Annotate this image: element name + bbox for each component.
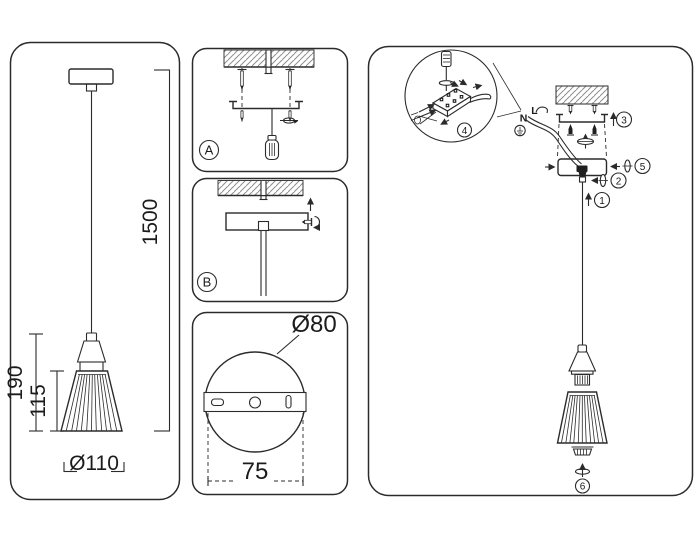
panel-b-label: B <box>203 275 212 290</box>
step-2-number: 2 <box>616 176 622 187</box>
socket-cover <box>568 344 597 375</box>
wire-neutral-label: N <box>520 113 528 125</box>
step-5-number: 5 <box>640 162 646 173</box>
live-wire-hook <box>535 106 548 114</box>
wing-screw <box>576 133 595 149</box>
step-marker-3: 3 <box>610 111 633 128</box>
panel-a-badge: A <box>198 139 220 161</box>
bracket-screws <box>567 124 598 136</box>
step-6-number: 6 <box>580 482 586 493</box>
turn-screw-symbol <box>280 117 299 124</box>
panel-a-label: A <box>205 143 214 158</box>
dim-shade-height: 115 <box>27 370 64 432</box>
step-marker-2: 2 <box>591 172 627 189</box>
panel-b-frame <box>191 177 349 303</box>
assembly-panel: 4 N L <box>367 45 694 497</box>
wire-run-1 <box>525 119 579 167</box>
ribbed-shade <box>556 391 608 444</box>
wire-run-2 <box>527 116 582 165</box>
step-4-number: 4 <box>462 126 468 137</box>
wires-and-arrows <box>410 78 492 125</box>
dim-cord-length: 1500 <box>139 69 171 432</box>
center-hole <box>248 396 262 409</box>
cord-grip <box>576 165 588 183</box>
side-set-screw <box>301 215 321 231</box>
step-1-number: 1 <box>599 196 605 207</box>
ground-symbol <box>514 124 526 137</box>
left-panel-frame <box>9 41 181 501</box>
lamp-socket-thread <box>574 373 591 386</box>
mounting-screw-left <box>237 68 247 123</box>
dim-shade-height-label: 115 <box>27 384 50 417</box>
screwdriver-icon <box>438 50 454 91</box>
dim-fixture-height-label: 190 <box>4 365 27 400</box>
terminal-block-detail: 4 <box>404 49 522 143</box>
step-marker-4: 4 <box>456 122 473 138</box>
ceiling-section <box>555 85 609 105</box>
step-marker-1: 1 <box>585 191 611 209</box>
mounting-bracket <box>556 113 608 123</box>
step-marker-5: 5 <box>622 157 651 175</box>
anchor-screws <box>567 104 598 115</box>
canopy-bottom-view-panel: Ø80 75 <box>191 311 349 496</box>
step-3-number: 3 <box>621 115 627 126</box>
ceiling-section <box>223 49 315 75</box>
left-panel: 1500 190 115 Ø110 <box>4 41 181 501</box>
dim-shade-diameter: Ø110 <box>63 452 125 475</box>
dim-fixture-height: 190 <box>4 333 43 432</box>
dim-canopy-diameter-label: Ø80 <box>291 311 336 338</box>
ribbed-shade <box>60 370 123 432</box>
mount-slot-right <box>285 394 292 409</box>
pendant-lamp-front-view <box>60 68 123 432</box>
detail-bubble <box>404 49 498 143</box>
panel-b: B <box>191 177 349 303</box>
ceiling-section <box>217 180 304 201</box>
detail-leader-top <box>492 62 522 111</box>
mounting-bracket <box>229 100 303 110</box>
canopy-mount-bar <box>203 391 307 413</box>
screwdriver-icon <box>264 108 280 161</box>
wire-live-label: L <box>531 105 538 117</box>
panel-a-frame <box>191 47 349 173</box>
mount-slot-left <box>210 398 225 407</box>
dim-cord-length-label: 1500 <box>139 199 162 246</box>
detail-leader-bottom <box>496 110 522 118</box>
panel-a: A <box>191 47 349 173</box>
dim-mount-spacing-label: 75 <box>242 458 269 485</box>
dim-mount-spacing: 75 <box>207 413 304 486</box>
diameter-leader-line <box>276 334 300 355</box>
assembly-panel-frame <box>367 45 694 497</box>
panel-b-badge: B <box>196 271 218 293</box>
dim-shade-diameter-label: Ø110 <box>69 452 119 475</box>
finial-nut <box>574 463 591 477</box>
screw-guides <box>237 68 295 124</box>
rod-coupler <box>257 220 270 232</box>
step-marker-6: 6 <box>574 478 591 494</box>
shade-collar-ring <box>571 446 594 456</box>
